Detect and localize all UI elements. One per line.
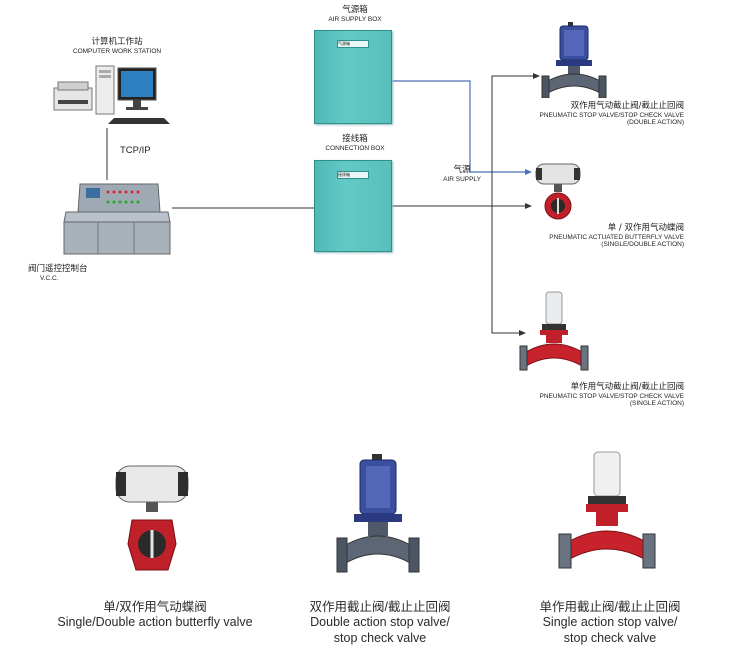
vcc-zh: 阀门遥控控制台 (28, 264, 88, 274)
single-action-stop-valve-product-image (558, 451, 656, 569)
arrow-middle (525, 203, 532, 209)
double-action-stop-valve-product-image (336, 454, 420, 573)
caption-single-stop: 单作用截止阀/截止止回阀 Single action stop valve/ s… (510, 596, 710, 646)
arrow-air (525, 169, 532, 175)
connection-box-label: 接线箱 CONNECTION BOX (300, 134, 410, 152)
butterfly-valve-product-image (115, 465, 189, 571)
air-supply-box: 气源箱 (314, 30, 392, 124)
valve-2-zh: 单 / 双作用气动蝶阀 (607, 223, 684, 233)
valve-2-en2: (SINGLE/DOUBLE ACTION) (601, 241, 684, 249)
air-supply-label: 气源 AIR SUPPLY (432, 165, 492, 183)
caption-butterfly: 单/双作用气动蝶阀 Single/Double action butterfly… (40, 596, 270, 631)
vcc-en: V.C.C. (40, 274, 59, 282)
caption-double-stop-en2: stop check valve (333, 630, 427, 645)
caption-single-stop-en1: Single action stop valve/ (542, 615, 678, 629)
valve-1-label: 双作用气动截止阀/截止止回阀 PNEUMATIC STOP VALVE/STOP… (470, 101, 685, 127)
air-supply-pipe (392, 80, 530, 173)
valve-3-en2: (SINGLE ACTION) (629, 400, 684, 408)
air-supply-box-tag: 气源箱 (337, 40, 369, 48)
valve-1-en2: (DOUBLE ACTION) (626, 119, 684, 127)
valve-3-label: 单作用气动截止阀/截止止回阀 PNEUMATIC STOP VALVE/STOP… (470, 382, 685, 408)
signal-branch-top (491, 75, 538, 206)
valve-1-zh: 双作用气动截止阀/截止止回阀 (570, 101, 684, 111)
caption-butterfly-zh: 单/双作用气动蝶阀 (103, 600, 207, 614)
air-supply-box-label: 气源箱 AIR SUPPLY BOX (300, 5, 410, 23)
air-supply-en: AIR SUPPLY (443, 175, 481, 183)
arrow-bottom (519, 330, 526, 336)
caption-single-stop-en2: stop check valve (563, 630, 657, 645)
computer-station-label: 计算机工作站 COMPUTER WORK STATION (62, 37, 172, 55)
air-supply-box-zh: 气源箱 (342, 5, 368, 15)
computer-station-zh: 计算机工作站 (91, 37, 143, 47)
caption-double-stop-zh: 双作用截止阀/截止止回阀 (309, 600, 451, 614)
computer-station-en: COMPUTER WORK STATION (72, 47, 162, 55)
butterfly-valve-image (535, 163, 581, 220)
arrow-top (533, 73, 540, 79)
single-action-stop-valve-image (519, 291, 589, 371)
valve-3-zh: 单作用气动截止阀/截止止回阀 (570, 382, 684, 392)
air-supply-zh: 气源 (453, 165, 471, 175)
connection-box-zh: 接线箱 (342, 134, 368, 144)
connection-box-en: CONNECTION BOX (325, 144, 385, 152)
valve-3-en1: PNEUMATIC STOP VALVE/STOP CHECK VALVE (539, 392, 685, 400)
double-action-stop-valve-image (541, 22, 607, 98)
computer-workstation-image (53, 65, 170, 124)
caption-double-stop: 双作用截止阀/截止止回阀 Double action stop valve/ s… (280, 596, 480, 646)
caption-butterfly-en1: Single/Double action butterfly valve (57, 615, 253, 629)
tcp-ip-label: TCP/IP (120, 145, 151, 156)
connection-box: 接线箱 (314, 160, 392, 252)
connection-box-tag: 接线箱 (337, 171, 369, 179)
valve-2-en1: PNEUMATIC ACTUATED BUTTERFLY VALVE (549, 233, 684, 241)
signal-branch-bottom (491, 206, 524, 334)
valve-2-label: 单 / 双作用气动蝶阀 PNEUMATIC ACTUATED BUTTERFLY… (470, 223, 684, 249)
caption-single-stop-zh: 单作用截止阀/截止止回阀 (539, 600, 681, 614)
valve-1-en1: PNEUMATIC STOP VALVE/STOP CHECK VALVE (539, 111, 685, 119)
vcc-console-image (63, 183, 171, 255)
caption-double-stop-en1: Double action stop valve/ (310, 615, 450, 629)
vcc-label: 阀门遥控控制台 V.C.C. (28, 264, 138, 282)
air-supply-box-en: AIR SUPPLY BOX (328, 15, 382, 23)
